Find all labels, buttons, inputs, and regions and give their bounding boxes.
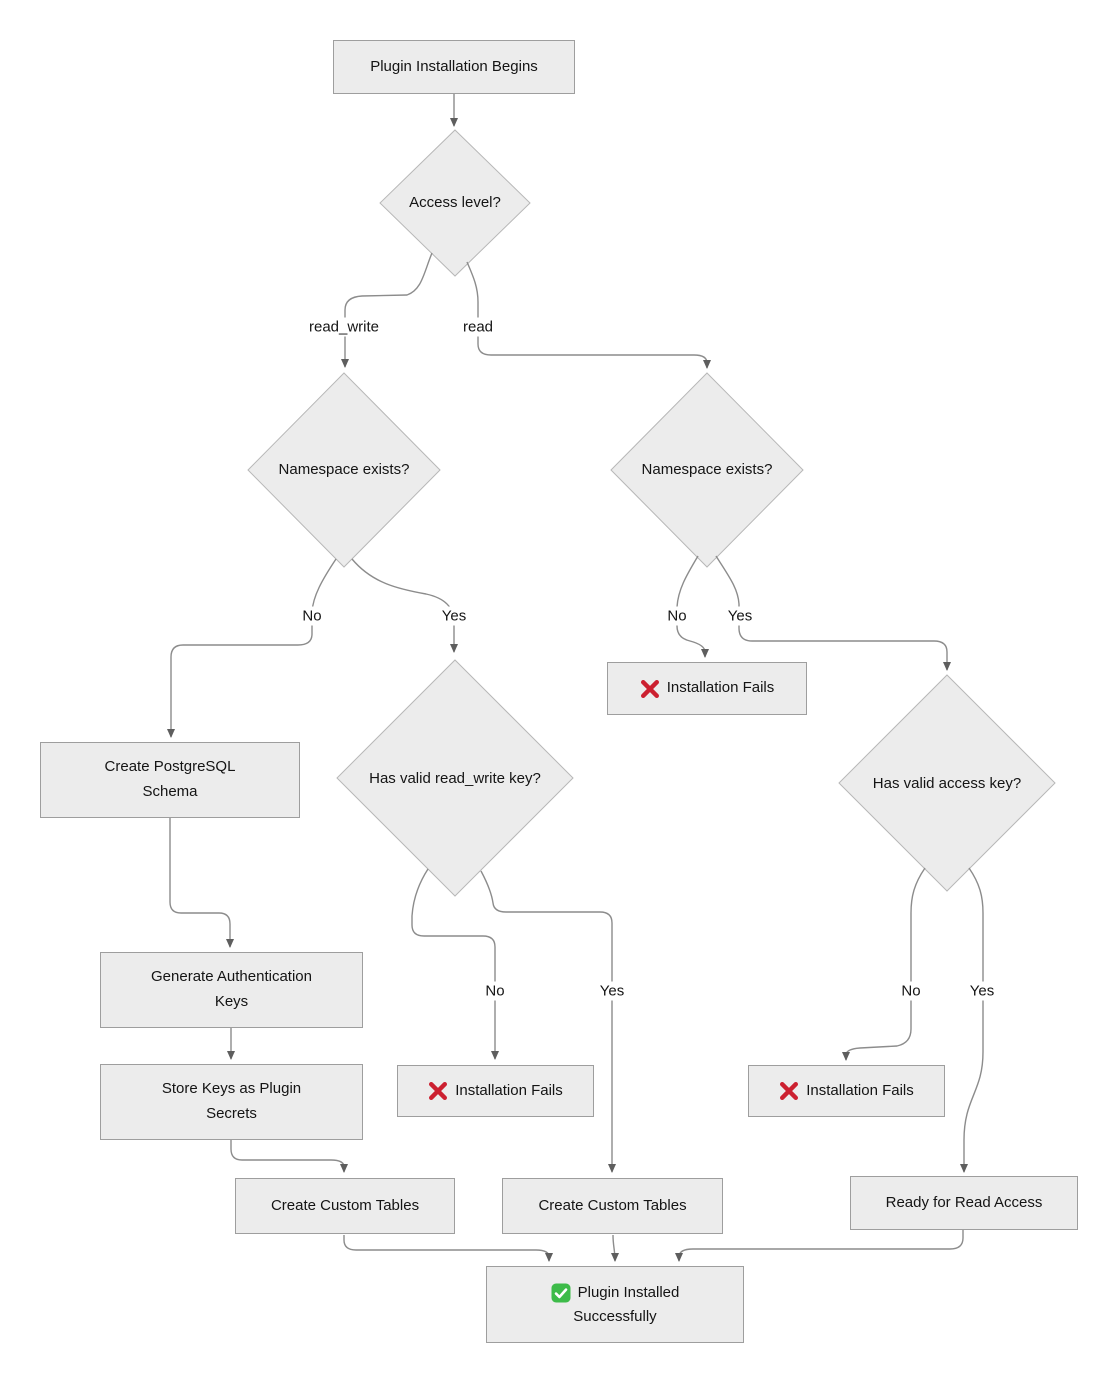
edge-label-access-key-yes: Yes [965, 981, 999, 1001]
node-ready-read-label: Ready for Read Access [885, 1193, 1043, 1211]
edge-label-rw-key-no: No [481, 981, 509, 1001]
edge-ns-right-no [676, 555, 709, 658]
node-success-label-line2: Successfully [573, 1307, 657, 1325]
node-tables-mid: Create Custom Tables [502, 1178, 723, 1234]
node-tables-mid-label: Create Custom Tables [538, 1196, 687, 1214]
node-generate-keys-label: Generate Authentication Keys [151, 968, 312, 1010]
edge-access-level-read-write [341, 252, 433, 368]
edge-access-level-read [466, 261, 711, 369]
edge-ns-right-yes [715, 555, 951, 671]
node-tables-left-label: Create Custom Tables [270, 1196, 420, 1214]
edge-ns-left-no [167, 558, 337, 738]
node-ready-read: Ready for Read Access [850, 1176, 1078, 1230]
edge-label-access-key-no: No [897, 981, 925, 1001]
decision-access-key-label: Has valid access key? [872, 774, 1022, 792]
node-fail-namespace: Installation Fails [607, 662, 807, 715]
node-start: Plugin Installation Begins [333, 40, 575, 94]
decision-access-level-shape [379, 129, 531, 277]
node-fail-rw-key: Installation Fails [397, 1065, 594, 1117]
decision-namespace-left-shape [247, 372, 441, 568]
edge-label-ns-left-no: No [298, 606, 326, 626]
decision-namespace-left-label: Namespace exists? [278, 460, 410, 478]
decision-rw-key-label: Has valid read_write key? [369, 769, 541, 787]
edge-label-ns-right-yes: Yes [723, 606, 757, 626]
edge-access-key-yes [960, 867, 984, 1173]
node-fail-access-key: Installation Fails [748, 1065, 945, 1117]
edge-schema-to-gen-keys [169, 818, 234, 948]
node-start-label: Plugin Installation Begins [370, 57, 538, 75]
node-fail-rw-key-label: Installation Fails [455, 1081, 563, 1099]
decision-access-level-label: Access level? [409, 193, 501, 211]
edge-store-keys-to-tables-left [230, 1140, 348, 1173]
edge-rw-key-no [411, 868, 499, 1060]
edge-rw-key-yes [480, 870, 616, 1173]
cross-mark-icon [779, 1081, 799, 1101]
edge-ready-to-success [675, 1230, 964, 1262]
edge-label-ns-left-yes: Yes [437, 606, 471, 626]
edge-tables-mid-to-success [610, 1234, 619, 1262]
node-success: Plugin Installed Successfully [486, 1266, 744, 1343]
node-success-label-line1: Plugin Installed [577, 1283, 680, 1301]
edge-label-read: read [458, 317, 498, 337]
node-store-keys-label: Store Keys as Plugin Secrets [161, 1080, 302, 1122]
node-tables-left: Create Custom Tables [235, 1178, 455, 1234]
edge-ns-left-yes [351, 558, 458, 653]
node-generate-keys: Generate Authentication Keys [100, 952, 363, 1028]
node-store-keys: Store Keys as Plugin Secrets [100, 1064, 363, 1140]
decision-rw-key-shape [336, 659, 574, 897]
decision-access-key-shape [838, 674, 1056, 892]
cross-mark-icon [640, 679, 660, 699]
decision-namespace-right-label: Namespace exists? [641, 460, 773, 478]
node-create-schema-label: Create PostgreSQL Schema [104, 758, 236, 800]
node-fail-access-key-label: Installation Fails [806, 1081, 914, 1099]
edge-access-key-no [842, 867, 926, 1061]
edge-label-ns-right-no: No [663, 606, 691, 626]
check-mark-icon [551, 1283, 571, 1303]
edge-label-rw-key-yes: Yes [595, 981, 629, 1001]
cross-mark-icon [428, 1081, 448, 1101]
decision-namespace-right-shape [610, 372, 804, 568]
node-fail-namespace-label: Installation Fails [666, 679, 775, 697]
edge-tables-left-to-success [343, 1235, 553, 1262]
edge-label-read-write: read_write [304, 317, 384, 337]
node-create-schema: Create PostgreSQL Schema [40, 742, 300, 818]
